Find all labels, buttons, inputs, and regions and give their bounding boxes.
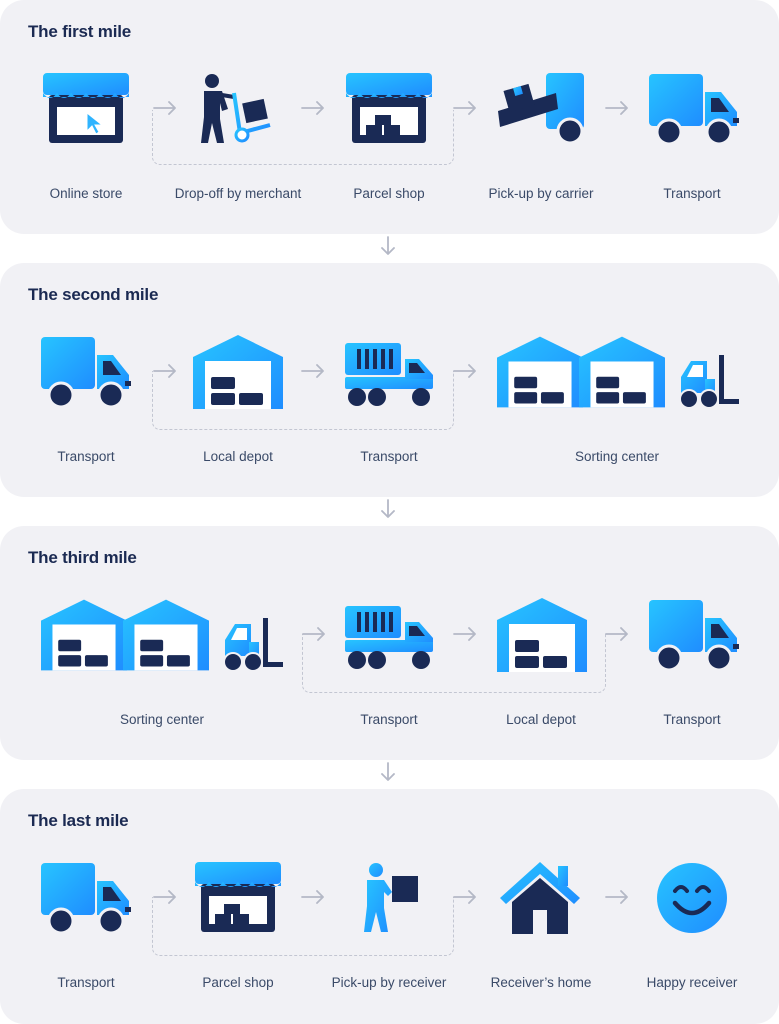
arrow-down-icon bbox=[381, 236, 395, 256]
sorting-center-icon bbox=[497, 336, 665, 408]
step-label: Sorting center bbox=[119, 712, 205, 727]
step-label: Transport bbox=[360, 449, 418, 464]
third-mile-panel: The third mile Sorting center Transport … bbox=[0, 526, 779, 760]
section-title: The third mile bbox=[28, 548, 137, 567]
arrow-right-icon bbox=[605, 627, 629, 641]
second-mile-panel: The second mile Transport Local depot Tr… bbox=[0, 263, 779, 497]
arrow-right-icon bbox=[453, 101, 477, 115]
step-label: Local depot bbox=[203, 449, 273, 464]
section-title: The first mile bbox=[28, 22, 132, 41]
parcel-shop-icon bbox=[346, 73, 432, 143]
online-store-icon bbox=[43, 73, 129, 145]
container-truck-icon bbox=[345, 602, 435, 674]
dashed-connector bbox=[152, 897, 454, 956]
step-label: Transport bbox=[57, 975, 115, 990]
step-label: Receiver’s home bbox=[490, 975, 592, 990]
merchant-dropoff-icon bbox=[201, 74, 271, 143]
house-icon bbox=[500, 862, 580, 934]
parcel-shop-icon bbox=[195, 862, 281, 932]
step-label: Transport bbox=[663, 186, 721, 201]
receiver-pickup-icon bbox=[364, 863, 418, 932]
step-label: Local depot bbox=[506, 712, 576, 727]
step-label: Transport bbox=[663, 712, 721, 727]
step-label: Parcel shop bbox=[202, 975, 274, 990]
step-label: Happy receiver bbox=[646, 975, 738, 990]
section-title: The second mile bbox=[28, 285, 159, 304]
section-title: The last mile bbox=[28, 811, 129, 830]
dashed-connector bbox=[302, 634, 606, 693]
arrow-right-icon bbox=[453, 627, 477, 641]
step-label: Transport bbox=[360, 712, 418, 727]
arrow-right-icon bbox=[605, 890, 629, 904]
arrow-right-icon bbox=[153, 101, 177, 115]
step-label: Online store bbox=[49, 186, 123, 201]
forklift-icon bbox=[221, 618, 283, 672]
arrow-right-icon bbox=[301, 101, 325, 115]
dashed-connector bbox=[152, 110, 454, 165]
arrow-right-icon bbox=[153, 364, 177, 378]
step-label: Drop-off by merchant bbox=[174, 186, 302, 201]
step-label: Sorting center bbox=[574, 449, 660, 464]
arrow-right-icon bbox=[301, 890, 325, 904]
carrier-pickup-icon bbox=[498, 73, 584, 145]
step-label: Pick-up by receiver bbox=[331, 975, 447, 990]
depot-icon bbox=[193, 335, 283, 409]
arrow-down-icon bbox=[381, 762, 395, 782]
arrow-right-icon bbox=[453, 364, 477, 378]
sorting-center-icon bbox=[41, 599, 209, 671]
step-label: Parcel shop bbox=[353, 186, 425, 201]
last-mile-panel: The last mile Transport Parcel shop Pick… bbox=[0, 789, 779, 1024]
first-mile-panel: The first mile Online store Drop-off by … bbox=[0, 0, 779, 234]
truck-icon bbox=[649, 74, 739, 146]
step-label: Transport bbox=[57, 449, 115, 464]
dashed-connector bbox=[152, 371, 454, 430]
smiley-icon bbox=[657, 863, 727, 933]
truck-icon bbox=[41, 337, 131, 409]
forklift-icon bbox=[677, 355, 739, 409]
arrow-right-icon bbox=[302, 627, 326, 641]
arrow-right-icon bbox=[153, 890, 177, 904]
truck-icon bbox=[41, 863, 131, 935]
arrow-right-icon bbox=[453, 890, 477, 904]
arrow-right-icon bbox=[605, 101, 629, 115]
step-label: Pick-up by carrier bbox=[488, 186, 594, 201]
arrow-right-icon bbox=[301, 364, 325, 378]
depot-icon bbox=[497, 598, 587, 672]
truck-icon bbox=[649, 600, 739, 672]
arrow-down-icon bbox=[381, 499, 395, 519]
container-truck-icon bbox=[345, 339, 435, 411]
